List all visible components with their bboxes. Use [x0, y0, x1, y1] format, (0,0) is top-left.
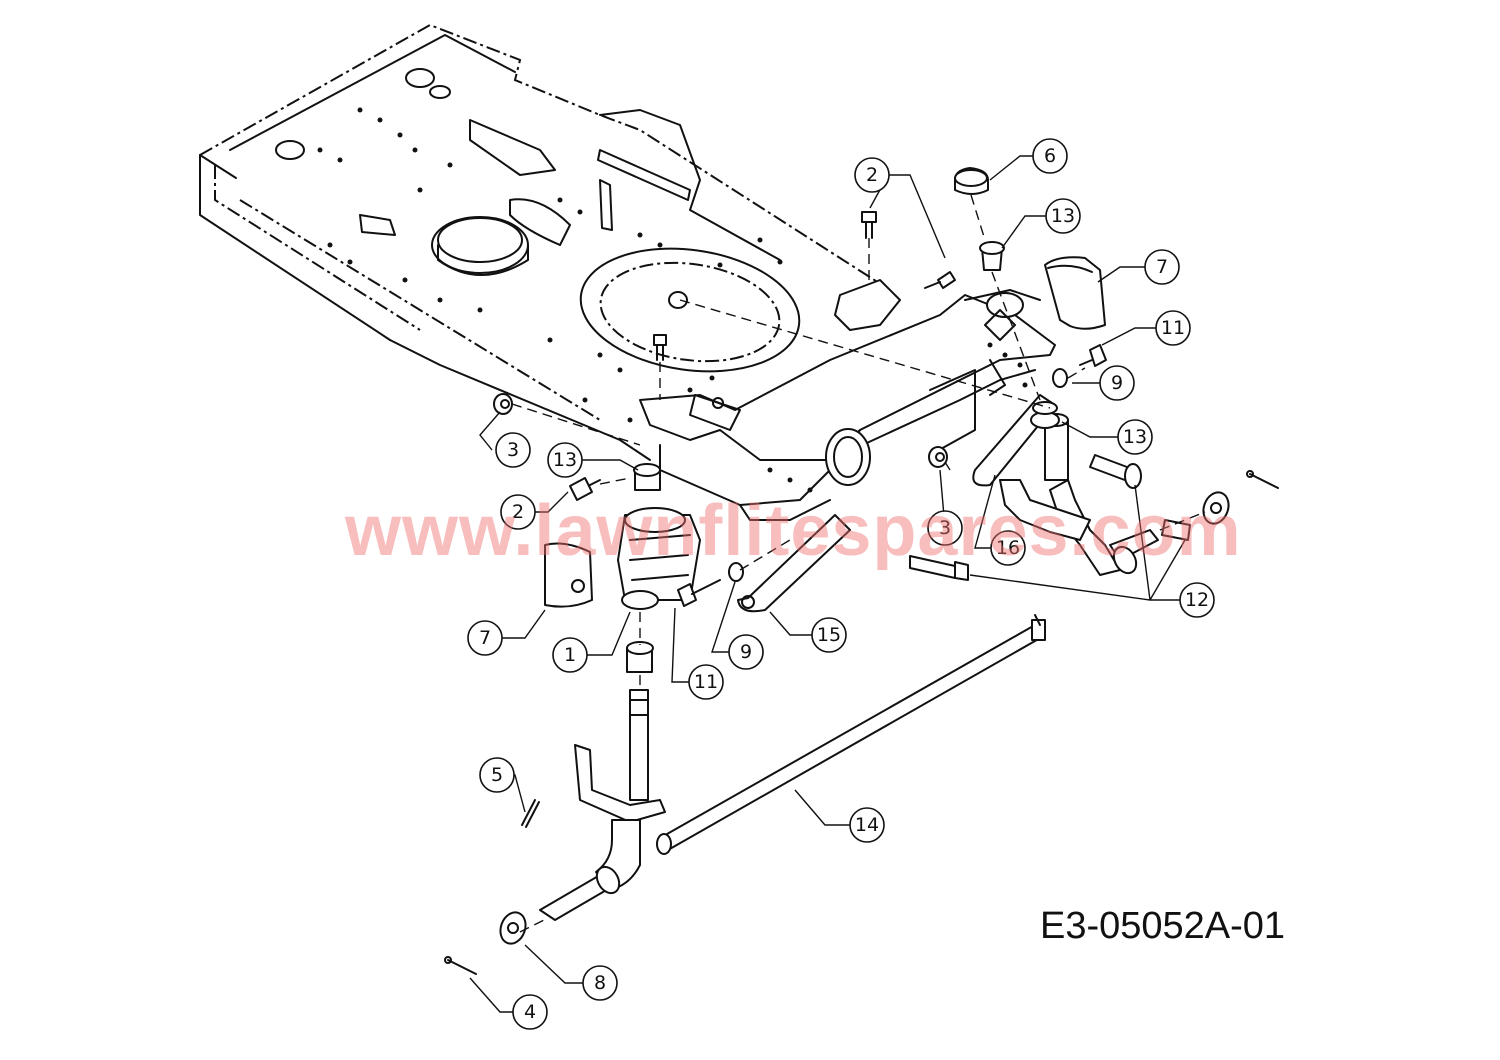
- svg-text:6: 6: [1044, 145, 1056, 167]
- svg-text:2: 2: [866, 164, 878, 186]
- svg-text:11: 11: [1161, 317, 1185, 339]
- svg-text:1: 1: [564, 644, 576, 666]
- callout-5: 5: [479, 757, 515, 793]
- svg-text:9: 9: [1111, 372, 1123, 394]
- svg-text:16: 16: [996, 537, 1020, 559]
- callout-1: 1: [552, 637, 588, 673]
- callout-7-left: 7: [467, 620, 503, 656]
- callout-8: 8: [582, 965, 618, 1001]
- callout-9-right: 9: [1099, 365, 1135, 401]
- callout-2-top: 2: [854, 157, 890, 193]
- right-spindle: [999, 401, 1159, 576]
- watermark-text: www.lawnflitespares.com: [344, 491, 1242, 571]
- hardware: [444, 167, 1279, 975]
- callout-12: 12: [1179, 582, 1215, 618]
- svg-text:3: 3: [507, 439, 519, 461]
- svg-text:13: 13: [1123, 426, 1147, 448]
- svg-text:11: 11: [694, 671, 718, 693]
- svg-text:4: 4: [524, 1001, 536, 1023]
- svg-text:12: 12: [1185, 589, 1209, 611]
- chassis-frame: [199, 23, 891, 461]
- svg-text:13: 13: [553, 449, 577, 471]
- svg-text:8: 8: [594, 972, 606, 994]
- link-plate-15: [737, 514, 851, 613]
- callout-9-left: 9: [728, 634, 764, 670]
- left-spindle: [539, 463, 701, 921]
- svg-text:15: 15: [817, 624, 841, 646]
- svg-text:9: 9: [740, 641, 752, 663]
- callout-13-left: 13: [547, 442, 583, 478]
- callout-7-right: 7: [1144, 249, 1180, 285]
- svg-text:5: 5: [491, 764, 503, 786]
- callout-13-right: 13: [1117, 419, 1153, 455]
- callout-2-left: 2: [500, 494, 536, 530]
- callout-14: 14: [849, 807, 885, 843]
- callout-6: 6: [1032, 138, 1068, 174]
- callout-11-right: 11: [1155, 310, 1191, 346]
- tie-rod: [656, 614, 1046, 855]
- callout-3-center: 3: [927, 510, 963, 546]
- svg-text:2: 2: [512, 501, 524, 523]
- drawing-code: E3-05052A-01: [1040, 905, 1285, 947]
- svg-text:13: 13: [1051, 205, 1075, 227]
- svg-text:3: 3: [939, 517, 951, 539]
- assembly-lines: [511, 194, 1206, 933]
- callout-15: 15: [811, 617, 847, 653]
- svg-text:7: 7: [479, 627, 491, 649]
- svg-text:14: 14: [855, 814, 879, 836]
- callout-13-top: 13: [1045, 198, 1081, 234]
- svg-text:7: 7: [1156, 256, 1168, 278]
- callout-4: 4: [512, 994, 548, 1030]
- callout-11-left: 11: [688, 664, 724, 700]
- callout-3-left: 3: [495, 432, 531, 468]
- callout-16: 16: [990, 530, 1026, 566]
